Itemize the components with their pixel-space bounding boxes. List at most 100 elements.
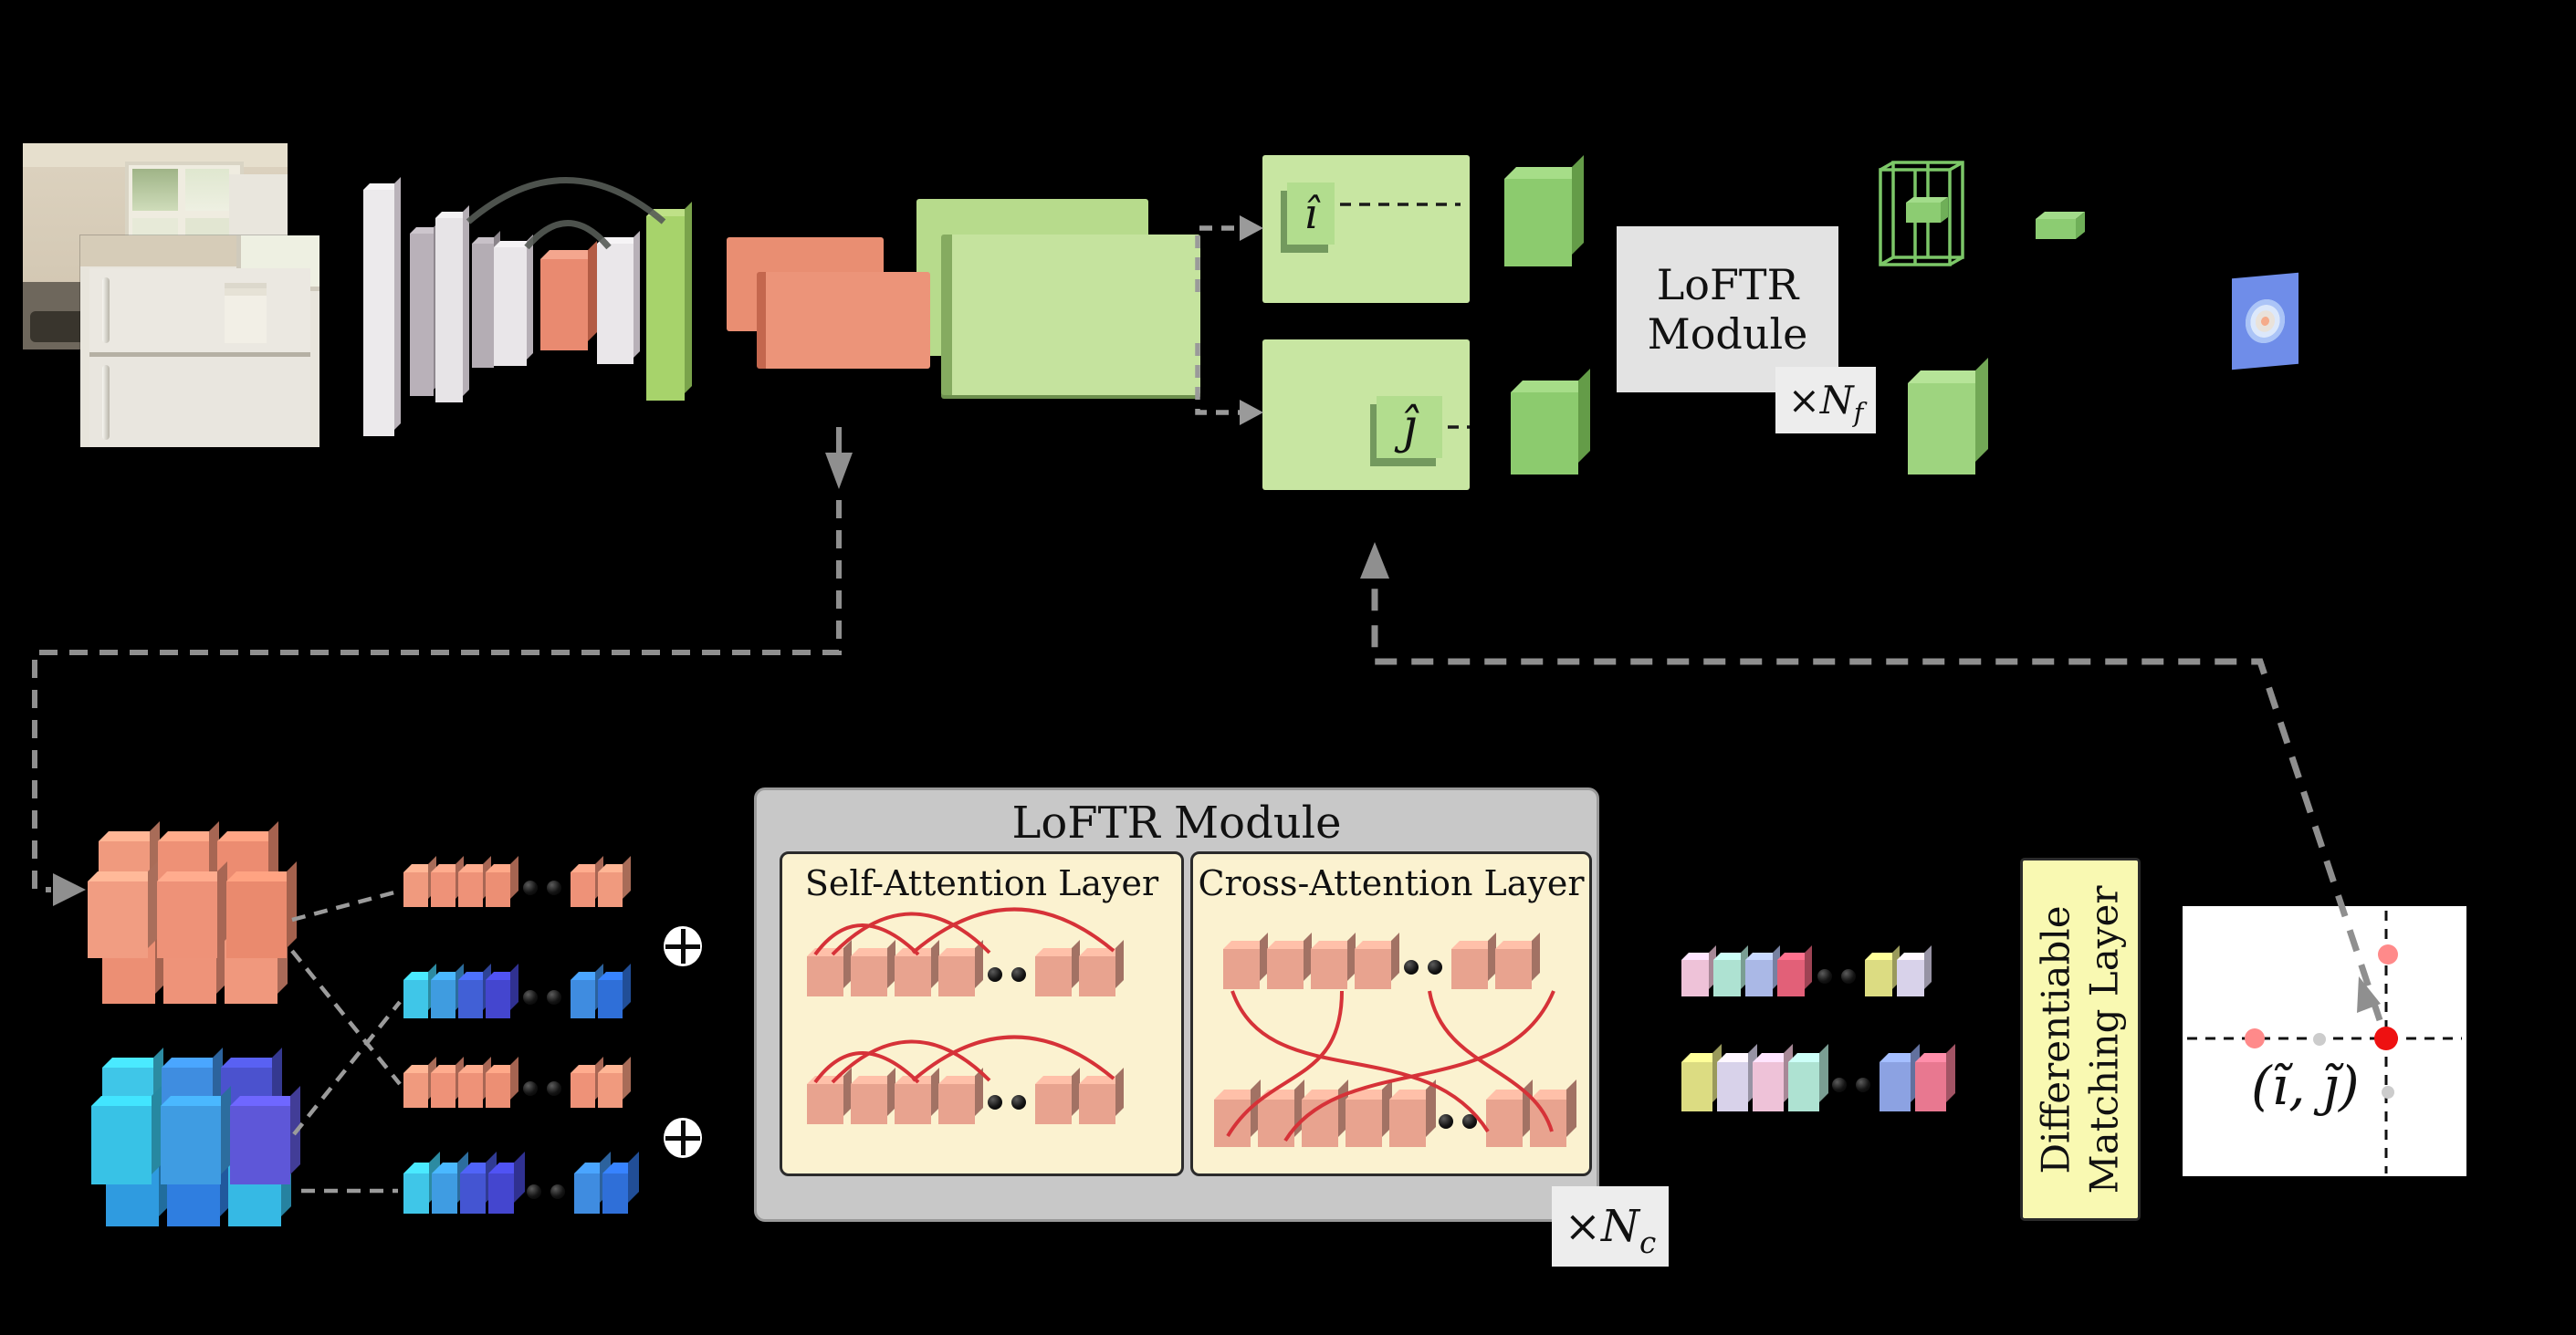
feature-cube xyxy=(403,1057,436,1108)
photo-handle-bottom xyxy=(102,365,110,440)
feature-cube xyxy=(851,940,895,996)
feature-cube xyxy=(486,964,518,1018)
loftr-module-fine-box: LoFTR Module xyxy=(1617,226,1838,392)
feature-cube xyxy=(1035,940,1080,996)
self-attention-label: Self-Attention Layer xyxy=(804,863,1159,903)
fine-feature-map-front xyxy=(941,235,1200,395)
feature-cube xyxy=(1753,1044,1793,1111)
feature-cube xyxy=(938,940,983,996)
feature-cube xyxy=(938,1068,983,1124)
feature-cube xyxy=(1451,933,1496,989)
feature-cube xyxy=(157,861,227,958)
feature-cube xyxy=(1486,1079,1533,1147)
feature-cube xyxy=(1788,1044,1828,1111)
feature-cube xyxy=(403,856,436,907)
fine-descriptor-block-j xyxy=(1511,369,1590,475)
feature-cube xyxy=(1346,1079,1392,1147)
feature-cube xyxy=(807,1068,852,1124)
crop-sticker-i: î xyxy=(1287,183,1335,245)
feature-cube xyxy=(432,1152,468,1214)
ellipsis-dot xyxy=(550,1184,565,1199)
feature-cube xyxy=(574,1152,611,1214)
feature-cube xyxy=(1681,1044,1722,1111)
feature-cube xyxy=(1865,945,1900,996)
feature-cube xyxy=(1681,945,1716,996)
positional-encoding-plus-icon-1 xyxy=(664,926,702,966)
backbone-layer-5 xyxy=(494,235,533,366)
feature-cube xyxy=(1302,1079,1348,1147)
photo-handle-top xyxy=(102,277,110,343)
feature-cube xyxy=(431,856,464,907)
j-hat-label: ĵ xyxy=(1401,400,1418,454)
feature-cube xyxy=(403,1152,440,1214)
feature-cube xyxy=(571,1057,603,1108)
feature-cube xyxy=(1223,933,1268,989)
ellipsis-dot xyxy=(1817,969,1832,984)
feature-cube xyxy=(1035,1068,1080,1124)
feature-cube xyxy=(598,964,631,1018)
coarse-feature-map-front xyxy=(757,272,930,369)
feature-cube xyxy=(458,856,491,907)
feature-cube xyxy=(571,856,603,907)
ellipsis-dot xyxy=(523,990,538,1005)
feature-cube xyxy=(1717,1044,1757,1111)
feature-cube xyxy=(1915,1044,1955,1111)
feature-cube xyxy=(1311,933,1356,989)
nf-subscript: f xyxy=(1853,396,1864,428)
ellipsis-dot xyxy=(1404,960,1419,975)
backbone-layer-6 xyxy=(597,231,640,364)
feature-cube xyxy=(91,1086,162,1184)
ellipsis-dot xyxy=(988,967,1002,982)
feature-cube xyxy=(458,964,491,1018)
ellipsis-dot xyxy=(988,1095,1002,1110)
match-dot-gray-2 xyxy=(2382,1086,2394,1099)
feature-cube xyxy=(1079,1068,1124,1124)
feature-cube xyxy=(1880,1044,1920,1111)
feature-cube xyxy=(1258,1079,1304,1147)
feature-cube xyxy=(1355,933,1399,989)
nc-subscript: c xyxy=(1639,1225,1657,1261)
feature-cube xyxy=(598,1057,631,1108)
feature-cube xyxy=(161,1086,231,1184)
backbone-layer-2 xyxy=(410,221,440,396)
backbone-bottleneck-block xyxy=(540,241,597,350)
ellipsis-dot xyxy=(1428,960,1442,975)
feature-cube xyxy=(226,861,297,958)
photo-fridge-door xyxy=(89,357,310,447)
crop-sticker-j: ĵ xyxy=(1377,396,1442,458)
input-image-front xyxy=(80,235,319,447)
feature-cube xyxy=(88,861,158,958)
backbone-layer-1 xyxy=(363,177,401,436)
feature-cube xyxy=(895,940,939,996)
feature-cube xyxy=(486,856,518,907)
self-attention-box: Self-Attention Layer xyxy=(780,851,1184,1176)
loftr-module-fine-line2: Module xyxy=(1647,309,1808,359)
ellipsis-dot xyxy=(523,881,538,895)
feature-cube xyxy=(230,1086,300,1184)
photo-freezer-door xyxy=(89,268,310,357)
photo-stove xyxy=(30,311,89,342)
match-dot-red xyxy=(2374,1027,2398,1050)
feature-cube xyxy=(1267,933,1312,989)
ellipsis-dot xyxy=(527,1184,541,1199)
feature-cube xyxy=(1713,945,1748,996)
feature-cube xyxy=(1079,940,1124,996)
backbone-layer-3 xyxy=(435,205,469,402)
ellipsis-dot xyxy=(1439,1114,1453,1129)
match-dot-pink-left xyxy=(2245,1028,2265,1048)
refined-descriptor-block xyxy=(1908,358,1988,475)
feature-cube xyxy=(571,964,603,1018)
feature-cube xyxy=(1745,945,1780,996)
ellipsis-dot xyxy=(523,1081,538,1096)
feature-cube xyxy=(460,1152,497,1214)
nc-prefix: ×N xyxy=(1564,1201,1639,1252)
feature-cube xyxy=(598,856,631,907)
positional-encoding-plus-icon-2 xyxy=(664,1118,702,1158)
feature-cube xyxy=(1389,1079,1436,1147)
ellipsis-dot xyxy=(547,990,561,1005)
feature-cube xyxy=(1530,1079,1576,1147)
feature-cube xyxy=(431,1057,464,1108)
